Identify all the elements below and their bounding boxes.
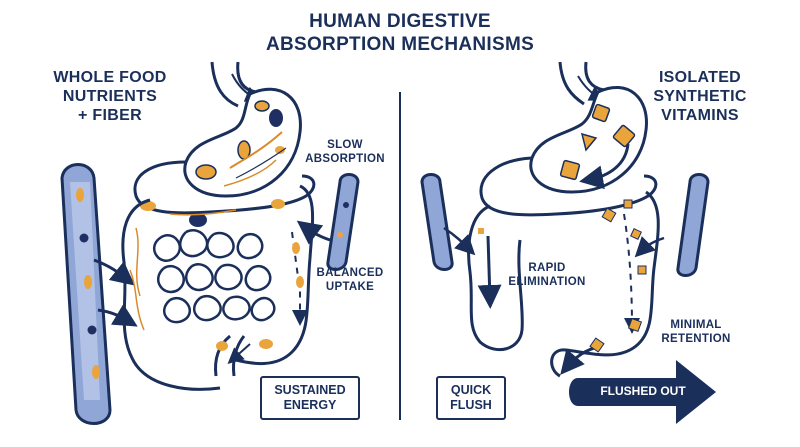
diagram-title: HUMAN DIGESTIVE ABSORPTION MECHANISMS bbox=[265, 11, 535, 55]
balanced-uptake-annotation: BALANCED UPTAKE bbox=[316, 267, 384, 293]
rapid-elimination-annotation: RAPID ELIMINATION bbox=[508, 262, 586, 288]
left-small-vessel bbox=[296, 173, 360, 271]
sustained-energy-box: SUSTAINED ENERGY bbox=[260, 376, 360, 420]
right-stomach bbox=[529, 61, 648, 194]
flushed-out-arrow bbox=[569, 360, 716, 424]
flushed-out-label: FLUSHED OUT bbox=[600, 384, 686, 398]
right-intestine bbox=[467, 156, 660, 378]
quick-flush-box: QUICK FLUSH bbox=[436, 376, 506, 420]
left-colon bbox=[121, 184, 315, 391]
left-stomach bbox=[183, 61, 302, 198]
left-duodenum bbox=[133, 160, 316, 227]
synthetic-vitamins-label: ISOLATED SYNTHETIC VITAMINS bbox=[653, 69, 747, 124]
right-right-vessel bbox=[634, 173, 710, 277]
left-small-intestine-coils bbox=[153, 229, 276, 324]
minimal-retention-annotation: MINIMAL RETENTION bbox=[661, 319, 731, 345]
right-left-vessel bbox=[420, 173, 476, 271]
left-blood-vessel bbox=[60, 163, 138, 425]
slow-absorption-annotation: SLOW ABSORPTION bbox=[305, 139, 385, 165]
whole-food-label: WHOLE FOOD NUTRIENTS + FIBER bbox=[53, 69, 167, 124]
